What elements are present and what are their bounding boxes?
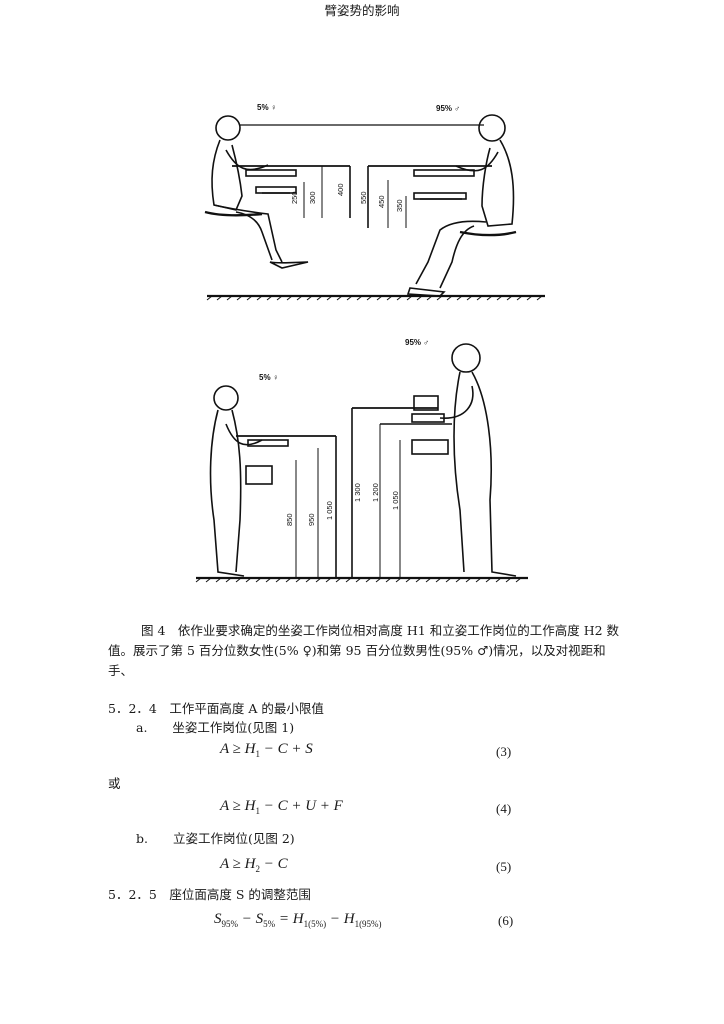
dim-bottom-left-850: 850 (285, 513, 294, 526)
dim-top-left-250: 250 (290, 191, 299, 204)
dim-top-right-550: 550 (359, 191, 368, 204)
equation-4-number: (4) (496, 801, 512, 816)
section-5-2-4-heading: 5．2．4 工作平面高度 A 的最小限值 (108, 701, 324, 716)
equation-3-number: (3) (496, 744, 512, 759)
figure-caption-line3: 臂姿势的影响 (324, 3, 400, 18)
equation-5-number: (5) (496, 859, 512, 874)
dim-top-left-300: 300 (308, 191, 317, 204)
equation-6-number: (6) (498, 913, 514, 928)
section-5-2-5-heading: 5．2．5 座位面高度 S 的调整范围 (108, 887, 311, 902)
dim-bottom-right-1050: 1 050 (391, 491, 400, 510)
label-bottom-male: 95% ♂ (405, 338, 429, 347)
ergonomic-figure: 250 300 400 550 450 350 850 950 1 050 1 … (195, 103, 545, 583)
equation-5: A ≥ H2 − C (220, 856, 288, 874)
or-text: 或 (108, 776, 121, 791)
equation-3: A ≥ H1 − C + S (220, 741, 313, 759)
label-top-female: 5% ♀ (257, 103, 277, 112)
dim-bottom-right-1200: 1 200 (371, 483, 380, 502)
label-bottom-female: 5% ♀ (259, 373, 279, 382)
figure-caption-line2: 值。展示了第 5 百分位数女性(5% ♀)和第 95 百分位数男性(95% ♂)… (108, 643, 606, 678)
equation-6: S95% − S5% = H1(5%) − H1(95%) (214, 911, 382, 929)
dim-top-right-350: 350 (395, 199, 404, 212)
dim-top-right-450: 450 (377, 195, 386, 208)
figure-caption-line1: 图 4 依作业要求确定的坐姿工作岗位相对高度 H1 和立姿工作岗位的工作高度 H… (141, 623, 620, 638)
label-top-male: 95% ♂ (436, 104, 460, 113)
item-a-seated: a. 坐姿工作岗位(见图 1) (136, 720, 295, 735)
dim-top-left-400: 400 (336, 183, 345, 196)
dim-bottom-left-950: 950 (307, 513, 316, 526)
dim-bottom-left-1050: 1 050 (325, 501, 334, 520)
item-b-standing: b. 立姿工作岗位(见图 2) (136, 831, 295, 846)
dim-bottom-right-1300: 1 300 (353, 483, 362, 502)
equation-4: A ≥ H1 − C + U + F (220, 798, 343, 816)
